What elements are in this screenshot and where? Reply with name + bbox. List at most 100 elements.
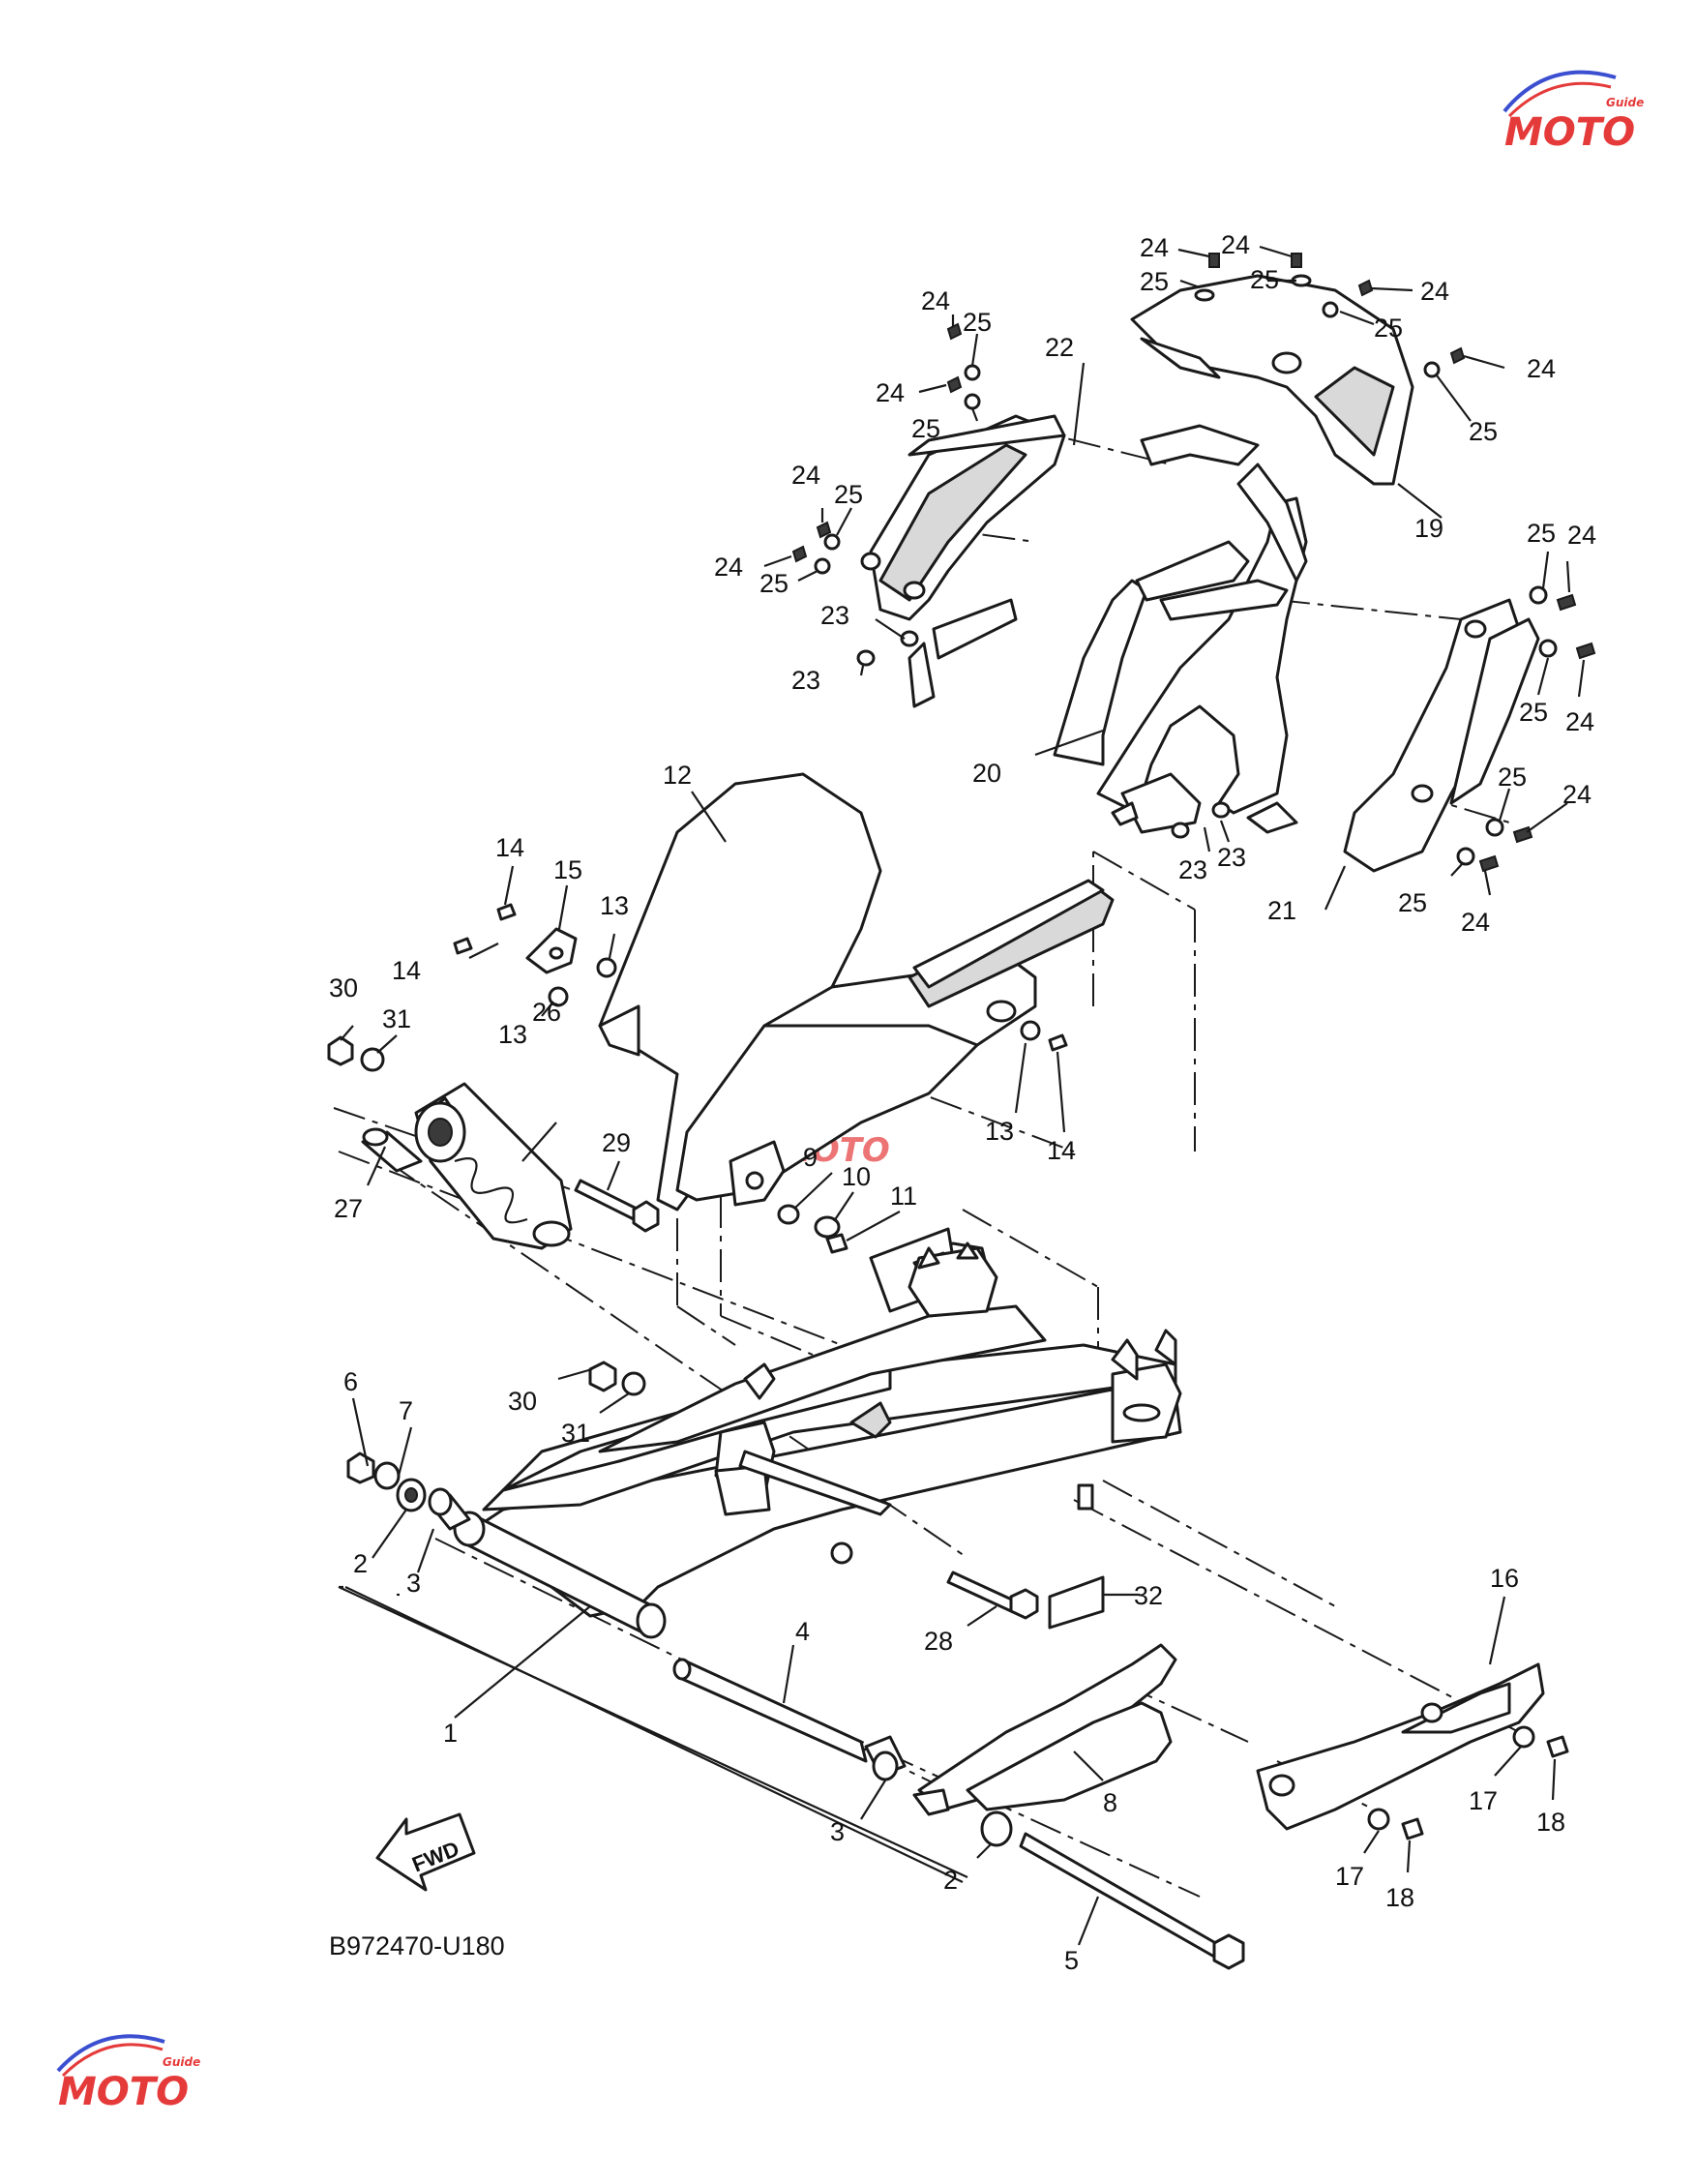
watermark-subtext-top: Guide (1606, 96, 1644, 109)
callout-17b: 17 (1335, 1862, 1364, 1891)
collar-23a (900, 630, 919, 647)
bolt-28 (946, 1571, 1018, 1613)
washer-7 (373, 1461, 401, 1490)
bolt-18b (1401, 1817, 1424, 1840)
callout-28: 28 (924, 1627, 953, 1656)
watermark-text-bottom: MOTO (58, 2070, 189, 2114)
screw-14a (496, 903, 517, 921)
callout-25d: 25 (1469, 417, 1498, 446)
callout-31a: 31 (382, 1004, 411, 1033)
callout-17a: 17 (1469, 1786, 1498, 1815)
rail-bracket (932, 598, 1018, 660)
callout-25g: 25 (834, 480, 863, 509)
side-cover-left (860, 414, 1066, 621)
watermark-logo-top: MOTO Guide (1503, 70, 1644, 155)
callout-5: 5 (1064, 1946, 1079, 1975)
callout-13c: 13 (985, 1117, 1014, 1146)
callout-10: 10 (842, 1162, 871, 1191)
callout-30a: 30 (329, 973, 358, 1002)
washer-31-lower (621, 1371, 646, 1396)
side-cover-right (1343, 598, 1540, 873)
nut-6 (346, 1451, 375, 1484)
callout-25f: 25 (911, 414, 940, 443)
watermark-text-top: MOTO (1504, 110, 1635, 155)
callout-6: 6 (343, 1367, 358, 1396)
washer-17b (1367, 1808, 1390, 1831)
callout-14a: 14 (495, 833, 524, 862)
callout-12: 12 (663, 761, 692, 790)
callout-18a: 18 (1536, 1808, 1565, 1837)
callout-25a: 25 (1140, 267, 1169, 296)
callout-20: 20 (972, 759, 1001, 788)
callout-24h: 24 (714, 553, 743, 582)
callout-24a: 24 (1140, 233, 1169, 262)
screw-14b (453, 937, 473, 955)
callout-31b: 31 (561, 1419, 590, 1448)
rear-fender (598, 772, 1115, 1212)
leader-lines (338, 245, 1586, 1946)
screw-14c (1048, 1033, 1068, 1052)
callout-7: 7 (399, 1396, 413, 1425)
callout-24f: 24 (876, 378, 905, 407)
bracket-15 (525, 927, 578, 974)
callout-25i: 25 (1527, 519, 1556, 548)
washer-10 (814, 1215, 841, 1239)
callout-25c: 25 (1374, 314, 1403, 343)
callout-23d: 23 (1217, 843, 1246, 872)
callout-22: 22 (1045, 333, 1074, 362)
callout-13b: 13 (498, 1020, 527, 1049)
callout-23a: 23 (820, 601, 849, 630)
callout-numbers: 1 2 2 3 3 4 5 6 7 8 9 10 11 12 13 13 13 … (329, 230, 1596, 1975)
collar-23d (1171, 822, 1190, 839)
callout-13a: 13 (600, 891, 629, 920)
rear-shock-absorber (414, 1082, 573, 1250)
rail-bracket-post (908, 642, 936, 708)
collar-13c (1020, 1020, 1041, 1041)
watermark-logo-bottom: MOTO Guide (56, 2034, 200, 2114)
callout-24d: 24 (1527, 354, 1556, 383)
diagram-code: B972470-U180 (329, 1931, 505, 1960)
bolt-11 (825, 1233, 848, 1254)
pivot-shaft-4 (680, 1658, 868, 1763)
collar-13a (596, 957, 617, 978)
callout-19: 19 (1414, 514, 1443, 543)
callout-2-upper: 2 (353, 1549, 368, 1578)
nut-30-upper (327, 1035, 354, 1066)
grab-rail (1053, 424, 1308, 834)
callout-23c: 23 (1178, 855, 1207, 884)
callout-30b: 30 (508, 1387, 537, 1416)
callout-27: 27 (334, 1194, 363, 1223)
collar-23b (856, 649, 876, 667)
callout-4: 4 (795, 1617, 810, 1646)
callout-25k: 25 (1498, 763, 1527, 792)
tail-cowl (1130, 274, 1414, 486)
caution-label-32 (1048, 1575, 1105, 1630)
callout-3-upper: 3 (406, 1569, 421, 1598)
callout-24l: 24 (1461, 908, 1490, 937)
callout-24g: 24 (791, 461, 820, 490)
callout-23b: 23 (791, 666, 820, 695)
swingarm (453, 1227, 1182, 1639)
callout-25e: 25 (963, 308, 992, 337)
callout-11: 11 (890, 1182, 917, 1211)
bolt-18a (1546, 1735, 1569, 1758)
callout-29: 29 (602, 1128, 631, 1157)
collar-9 (777, 1204, 800, 1225)
callout-32: 32 (1134, 1581, 1163, 1610)
callout-1: 1 (443, 1719, 458, 1748)
callout-9: 9 (803, 1143, 818, 1172)
callout-25b: 25 (1250, 265, 1279, 294)
nut-30-lower (588, 1361, 617, 1392)
washer-31-upper (360, 1047, 385, 1072)
callout-25l: 25 (1398, 888, 1427, 917)
callout-15: 15 (553, 855, 582, 884)
callout-26: 26 (532, 998, 561, 1027)
callout-24i: 24 (1567, 521, 1596, 550)
chain-guard (1256, 1662, 1545, 1831)
chain-case (912, 1643, 1177, 1816)
watermark-subtext-bottom: Guide (163, 2055, 200, 2069)
callout-2-lower: 2 (943, 1866, 958, 1895)
callout-18b: 18 (1385, 1883, 1414, 1912)
oil-seal-2-lower (980, 1810, 1013, 1847)
collar-23c (1211, 801, 1231, 819)
